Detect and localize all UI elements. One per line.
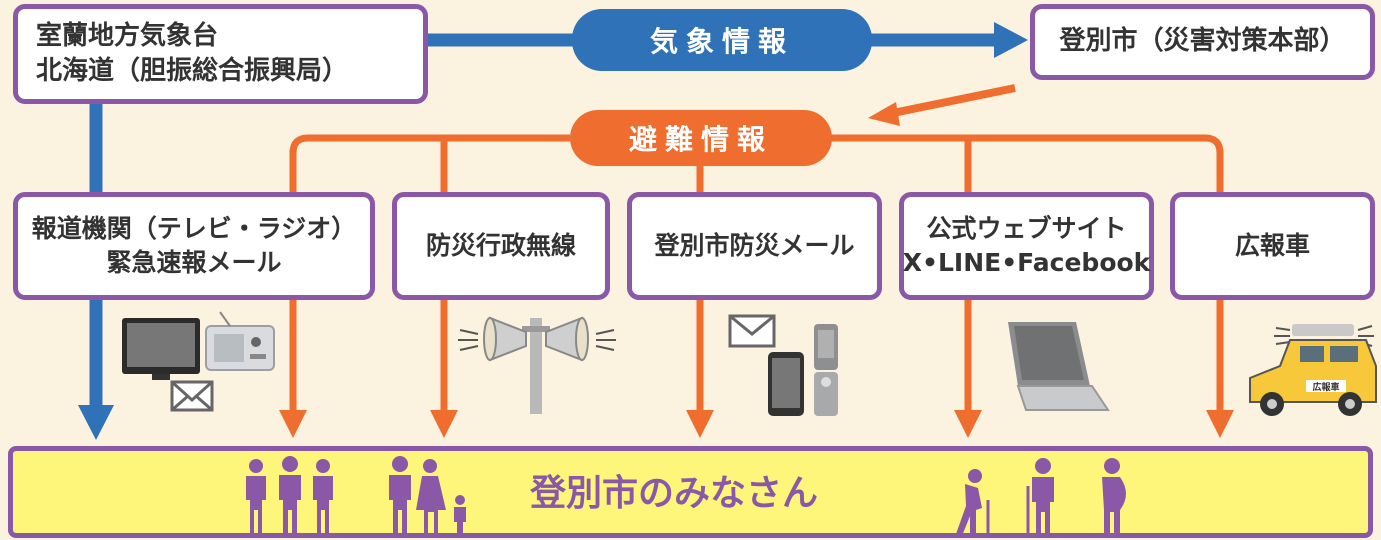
sources-line-2: 北海道（胆振総合振興局）	[36, 56, 349, 86]
evac-arrowhead-2	[430, 410, 458, 438]
hq-to-evac-arrowhead	[868, 102, 900, 126]
channel-mail-label: 登別市防災メール	[654, 231, 855, 261]
evacuation-info-pill: 避難情報	[570, 110, 832, 166]
weather-info-pill: 気象情報	[572, 9, 872, 71]
channel-web-line-1: 公式ウェブサイト	[926, 214, 1127, 244]
channel-mail: 登別市防災メール	[627, 192, 882, 300]
weather-info-label: 気象情報	[649, 25, 794, 58]
mail-icon	[728, 314, 776, 348]
sources-box: 室蘭地方気象台 北海道（胆振総合振興局）	[13, 4, 428, 104]
elderly-icon	[956, 469, 990, 536]
channel-radio-label: 防災行政無線	[425, 231, 576, 261]
channel-radio: 防災行政無線	[392, 192, 610, 300]
city-hq-label: 登別市（災害対策本部）	[1059, 26, 1346, 57]
evac-arrowhead-4	[954, 410, 982, 438]
evacuation-info-label: 避難情報	[628, 123, 773, 156]
loudspeaker-icon	[458, 316, 616, 414]
pregnant-icon	[1102, 458, 1126, 536]
channel-web: 公式ウェブサイト X•LINE•Facebook	[899, 192, 1154, 300]
citizens-label: 登別市のみなさん	[530, 473, 819, 514]
direct-blue-arrowhead	[78, 405, 114, 440]
sources-line-1: 室蘭地方気象台	[36, 20, 219, 51]
channel-pr-car-label: 広報車	[1234, 231, 1310, 261]
person-icon	[313, 459, 333, 536]
weather-arrowhead	[994, 22, 1028, 58]
tv-icon	[122, 318, 200, 380]
citizens-bar	[8, 446, 1373, 538]
person-icon	[279, 456, 301, 536]
car-label: 広報車	[1312, 381, 1339, 393]
mail-icon	[170, 380, 214, 412]
pr-car-icon: 広報車	[1249, 324, 1377, 416]
evac-arrowhead-3	[686, 410, 714, 438]
smartphone-icon	[768, 352, 804, 416]
crutch-person-icon	[1026, 458, 1054, 536]
city-hq-box: 登別市（災害対策本部）	[1030, 4, 1375, 80]
channel-web-line-2: X•LINE•Facebook	[902, 248, 1151, 277]
channel-media-line-2: 緊急速報メール	[106, 248, 282, 277]
person-icon	[246, 459, 266, 536]
channel-media-line-1: 報道機関（テレビ・ラジオ）	[31, 214, 357, 244]
evac-arrowhead-5	[1206, 410, 1234, 438]
hq-to-evac-line	[887, 84, 1016, 118]
radio-icon	[205, 311, 275, 371]
channel-pr-car: 広報車	[1170, 192, 1375, 300]
flip-phone-icon	[814, 324, 838, 416]
family-icon	[389, 456, 466, 536]
evac-arrowhead-1	[279, 410, 307, 438]
channel-media: 報道機関（テレビ・ラジオ） 緊急速報メール	[13, 192, 375, 300]
laptop-icon	[1008, 322, 1110, 411]
